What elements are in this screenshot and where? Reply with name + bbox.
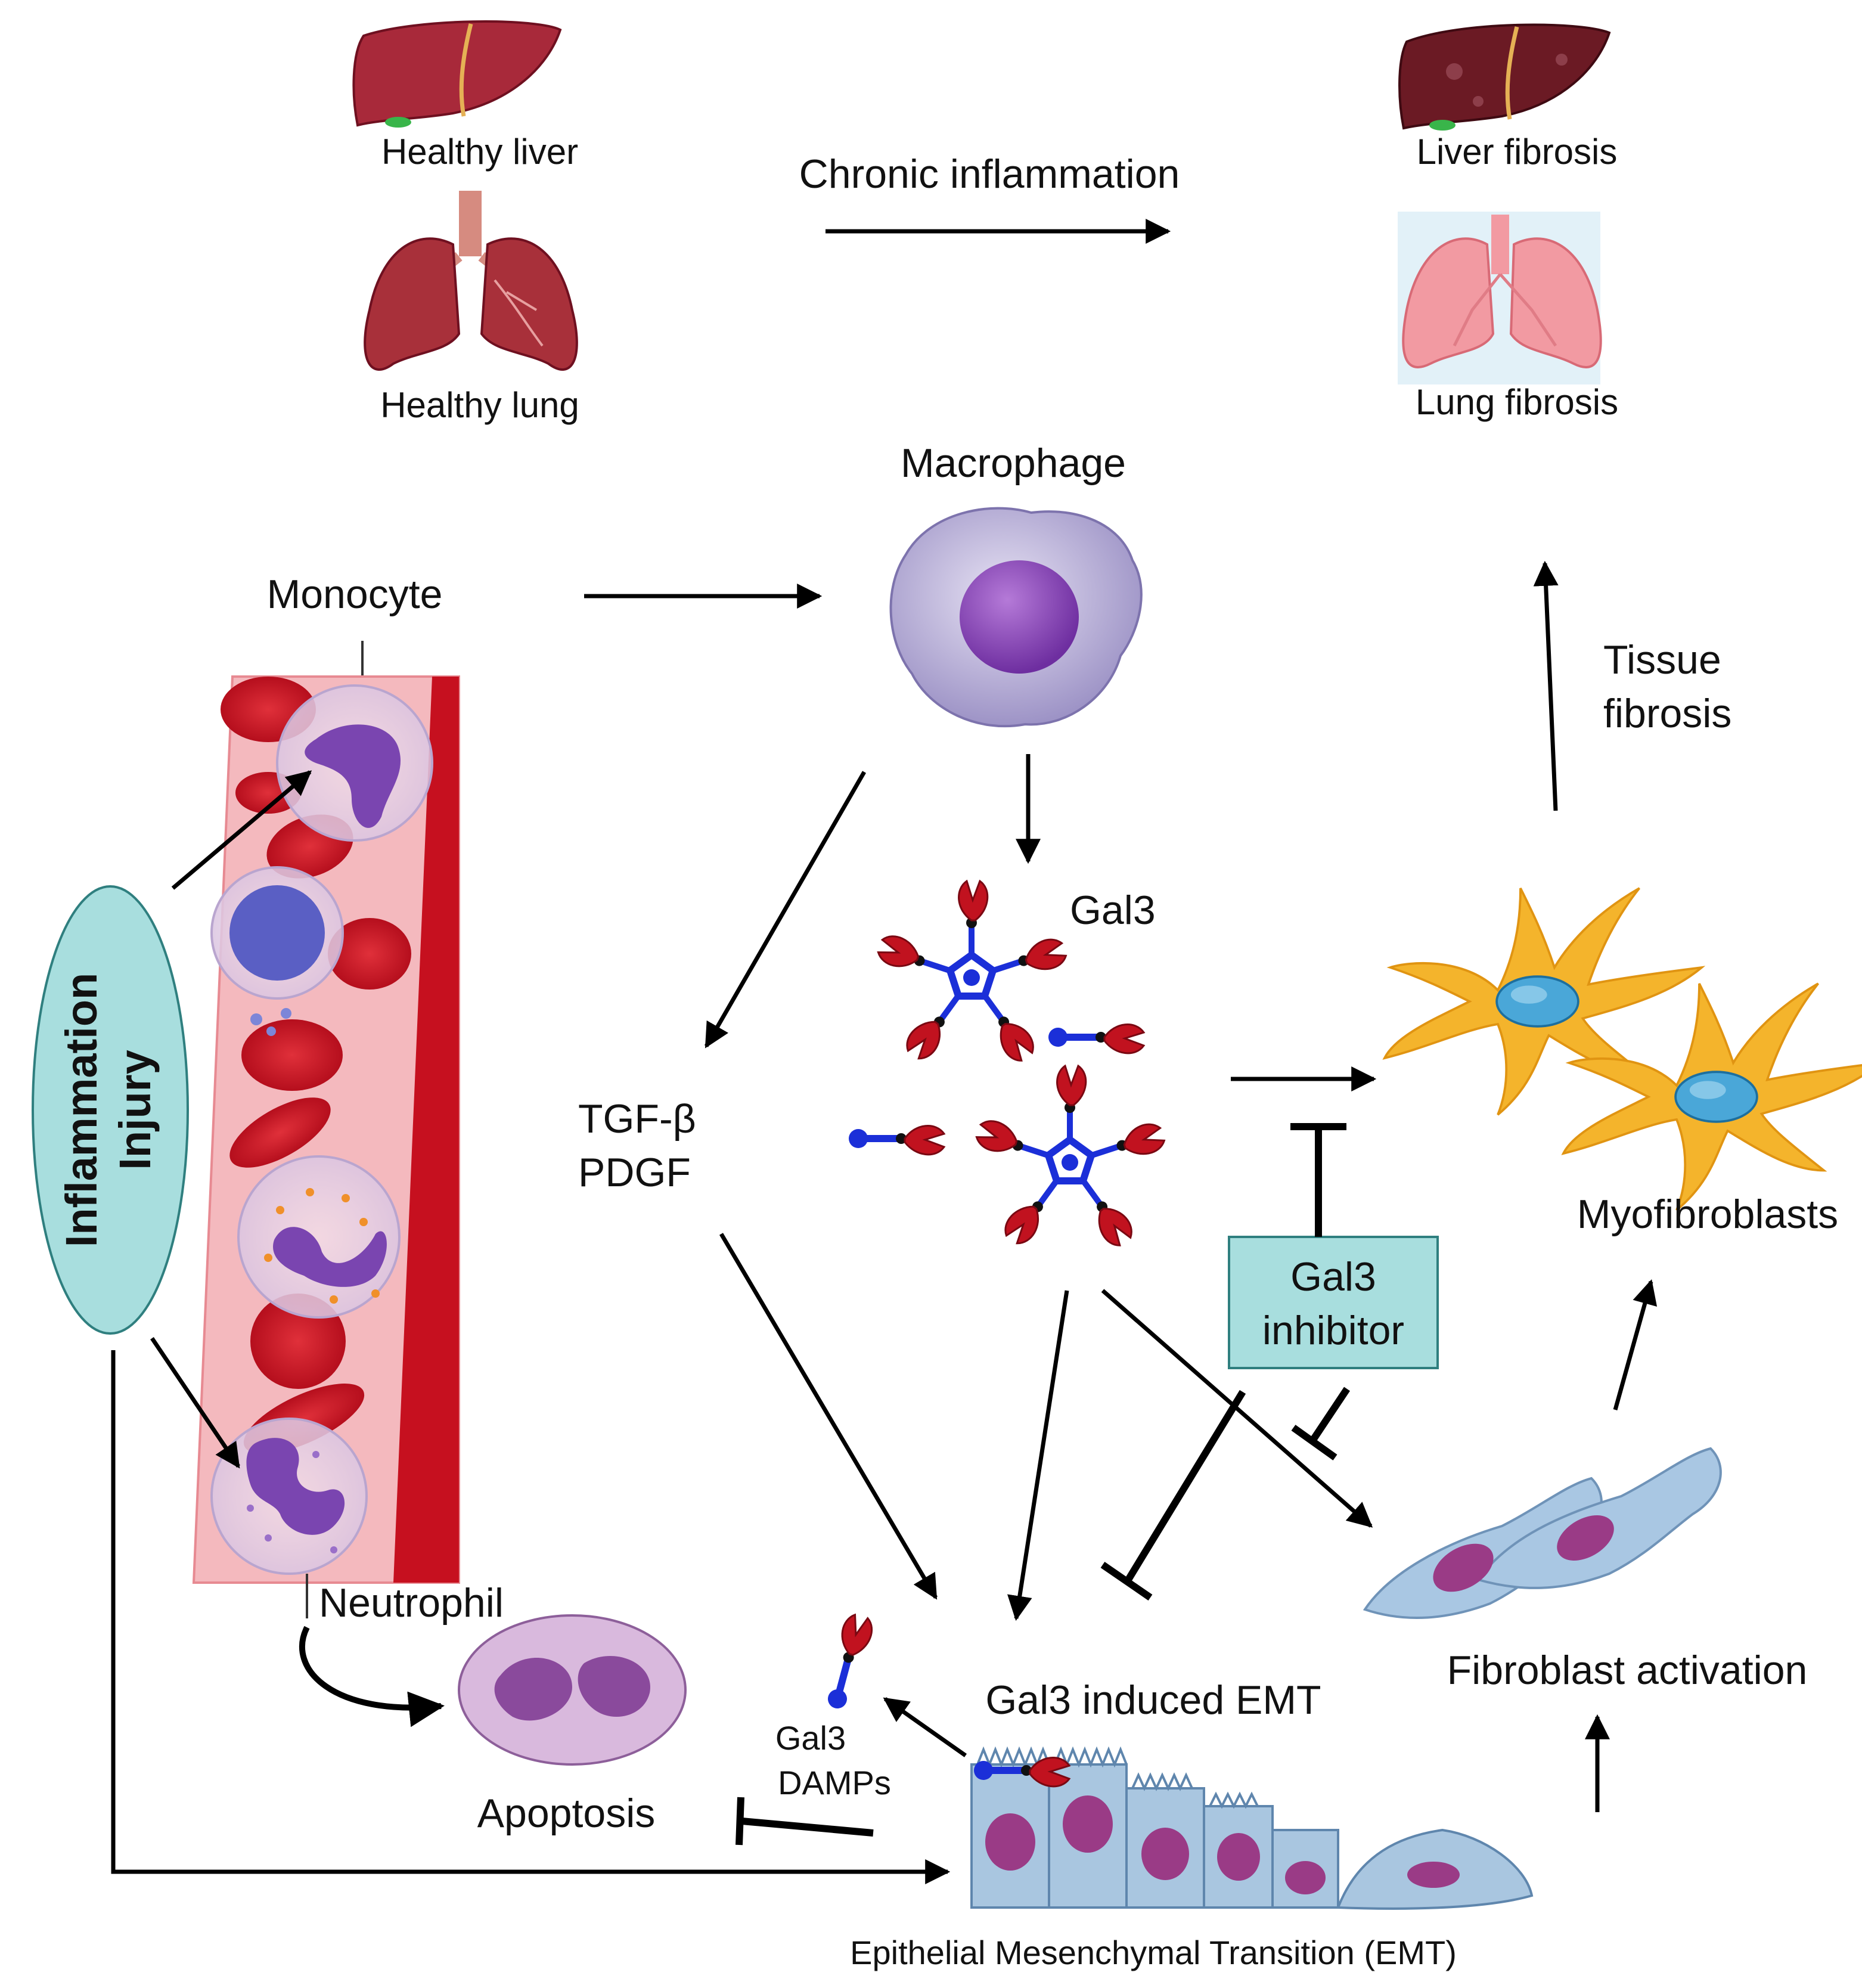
healthy-lung-icon	[364, 191, 578, 371]
chronic-inflammation-label: Chronic inflammation	[799, 151, 1180, 197]
inhibitor-to-fibroblast-block	[1291, 1387, 1350, 1460]
healthy-liver-label: Healthy liver	[381, 132, 578, 172]
myofibroblasts-label: Myofibroblasts	[1577, 1192, 1838, 1237]
apoptotic-cell-icon	[458, 1614, 687, 1766]
healthy-lung-label: Healthy lung	[380, 385, 579, 425]
inflammation-injury-node: Inflammation Injury	[32, 885, 189, 1335]
macrophage-label: Macrophage	[901, 441, 1126, 486]
emt-to-damps-arrow	[883, 1697, 967, 1757]
gal3-damps-label-2: DAMPs	[778, 1764, 891, 1801]
healthy-liver-icon	[352, 20, 562, 128]
damps-to-apoptosis-block	[736, 1797, 874, 1846]
gal3-pentamer-icon-2	[974, 1066, 1166, 1250]
neutrophil-to-apoptosis-arrow	[299, 1626, 445, 1728]
liver-fibrosis-icon	[1398, 23, 1611, 131]
fibroblast-icon	[1363, 1447, 1722, 1619]
gal3-to-emt-arrow	[1007, 1290, 1069, 1621]
myofibroblast-icon-2	[1562, 982, 1862, 1211]
injury-to-monocyte-arrow	[171, 770, 312, 890]
lung-fibrosis-icon	[1398, 212, 1602, 384]
gal3-label: Gal3	[1070, 888, 1156, 933]
gal3-monomer-icon-2	[849, 1126, 944, 1155]
blood-vessel-icon	[192, 675, 460, 1584]
inhibitor-to-myofibroblast-block	[1290, 1123, 1346, 1237]
gal3-inhibitor-label-2: inhibitor	[1262, 1308, 1404, 1353]
tissue-fibrosis-arrow	[1533, 560, 1559, 811]
gal3-damps-icon	[823, 1612, 875, 1712]
macrophage-to-tgf-arrow	[704, 771, 867, 1049]
gal3-induced-emt-label: Gal3 induced EMT	[985, 1677, 1321, 1723]
gal3-pentamer-icon-1	[876, 881, 1068, 1065]
tgf-to-emt-arrow	[719, 1233, 938, 1600]
fibroblast-to-myofibroblast-arrow	[1613, 1279, 1658, 1410]
gal3-damps-label-1: Gal3	[775, 1719, 846, 1757]
monocyte-label: Monocyte	[267, 572, 443, 617]
neutrophil-label: Neutrophil	[319, 1580, 504, 1626]
emt-full-label: Epithelial Mesenchymal Transition (EMT)	[850, 1934, 1457, 1971]
injury-label: Injury	[110, 1050, 160, 1170]
injury-to-neutrophil-arrow	[150, 1337, 240, 1469]
emt-epithelial-cells-icon	[970, 1746, 1534, 1910]
injury-to-emt-arrow	[111, 1350, 951, 1884]
fibroblast-activation-label: Fibroblast activation	[1447, 1648, 1808, 1693]
tissue-fibrosis-label-1: Tissue	[1603, 637, 1721, 683]
macrophage-icon	[889, 507, 1143, 728]
pdgf-label: PDGF	[578, 1150, 691, 1195]
inflammation-label: Inflammation	[57, 973, 106, 1247]
inhibitor-to-emt-block	[1100, 1390, 1246, 1601]
tgf-beta-label: TGF-β	[578, 1096, 696, 1142]
tissue-fibrosis-label-2: fibrosis	[1603, 691, 1731, 736]
liver-fibrosis-label: Liver fibrosis	[1417, 132, 1618, 172]
gal3-inhibitor-label-1: Gal3	[1290, 1254, 1376, 1300]
apoptosis-label: Apoptosis	[477, 1791, 656, 1836]
gal3-monomer-icon-1	[1048, 1025, 1144, 1053]
gal3-inhibitor-node: Gal3 inhibitor	[1228, 1236, 1439, 1369]
lung-fibrosis-label: Lung fibrosis	[1416, 382, 1618, 422]
